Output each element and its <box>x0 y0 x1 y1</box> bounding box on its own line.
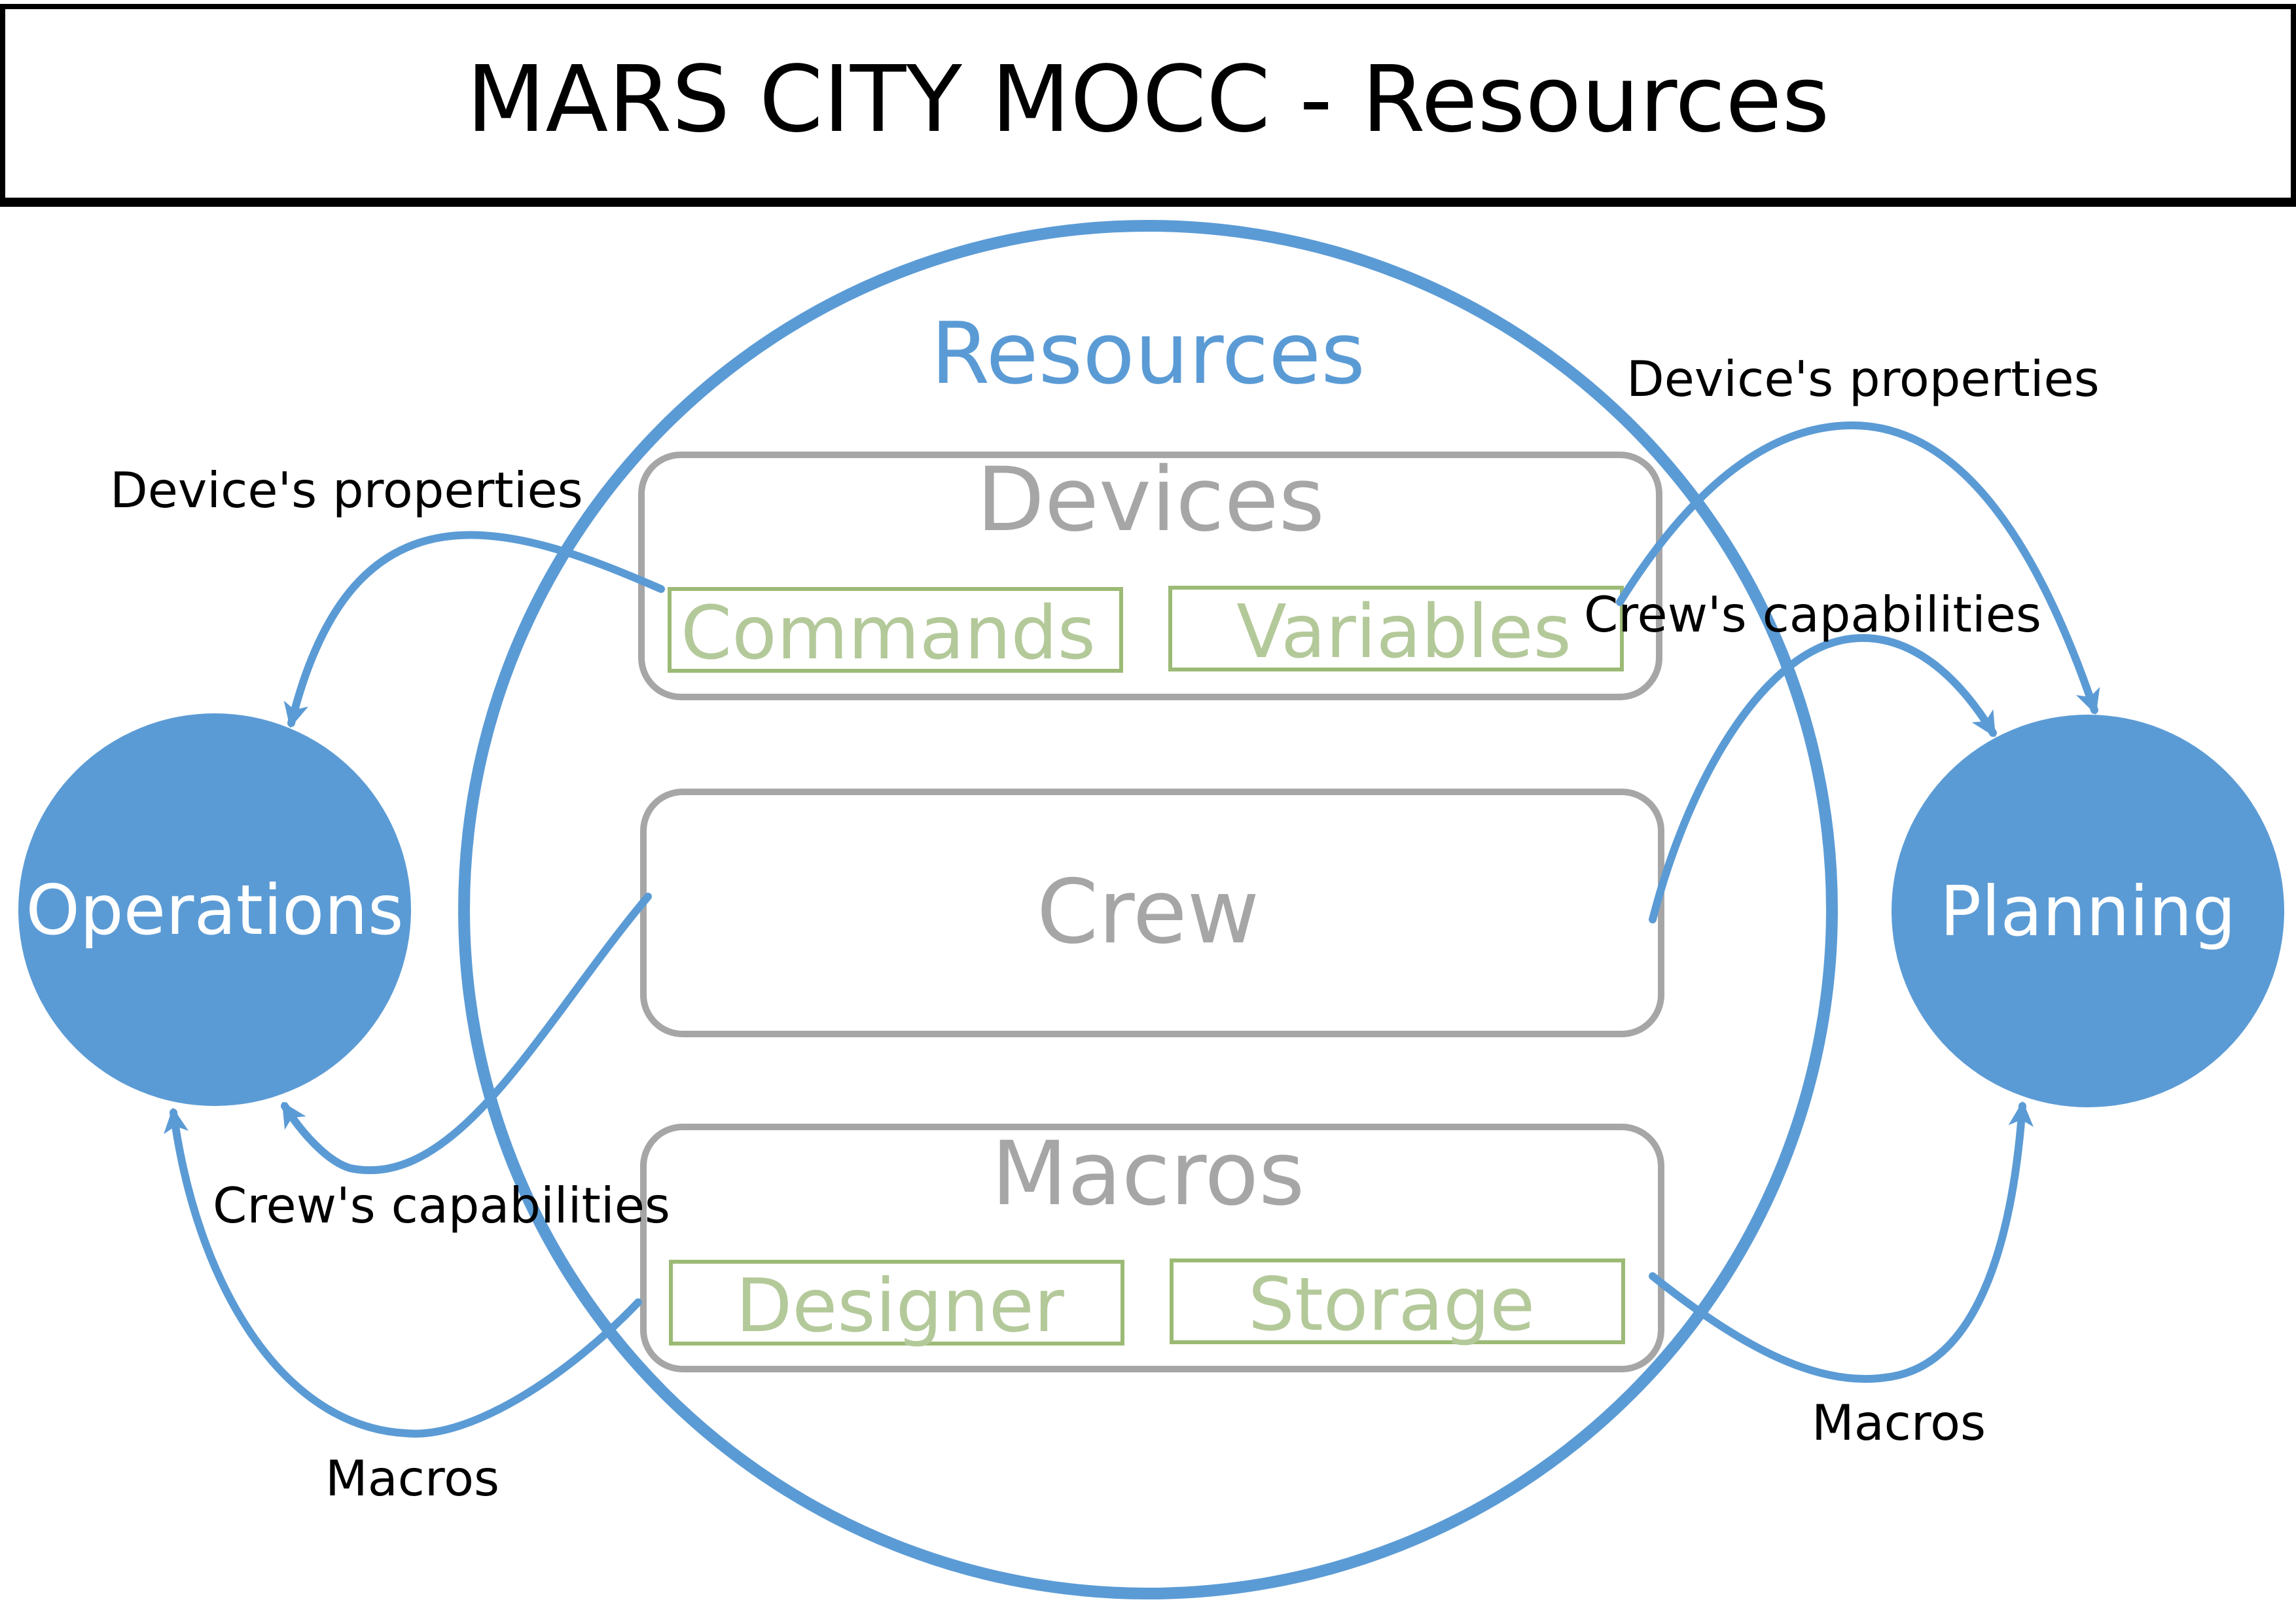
devices-panel: Devices Commands Variables <box>638 448 1662 700</box>
flow-left-macros-arrow <box>164 1107 642 1438</box>
operations-node: Operations <box>18 713 411 1106</box>
designer-box[interactable] <box>669 1260 1124 1346</box>
resources-label: Resources <box>931 304 1365 403</box>
macros-panel: Macros Designer Storage <box>640 1122 1664 1372</box>
page-title: MARS CITY MOCC - Resources <box>467 46 1830 153</box>
crew-panel: Crew <box>640 789 1664 1037</box>
flow-left-macros-label: Macros <box>325 1450 499 1507</box>
commands-box[interactable] <box>668 587 1123 673</box>
storage-label: Storage <box>1248 1262 1535 1347</box>
flow-right-crew-label: Crew's capabilities <box>1584 586 2041 643</box>
title-banner: MARS CITY MOCC - Resources <box>0 4 2296 207</box>
flow-left-devices-arrow <box>283 531 665 728</box>
designer-label: Designer <box>736 1264 1065 1349</box>
planning-circle[interactable] <box>1892 715 2284 1107</box>
flow-right-macros-label: Macros <box>1812 1394 1986 1452</box>
flow-left-devices-label: Device's properties <box>110 461 583 519</box>
title-box <box>0 4 2296 203</box>
operations-circle[interactable] <box>18 713 411 1106</box>
crew-panel-box[interactable] <box>640 789 1664 1037</box>
planning-label: Planning <box>1940 872 2236 952</box>
flow-right-macros-arrow <box>1649 1101 2034 1383</box>
crew-panel-title: Crew <box>1037 861 1259 963</box>
commands-label: Commands <box>681 591 1096 676</box>
macros-panel-title: Macros <box>992 1122 1305 1225</box>
devices-panel-title: Devices <box>977 448 1325 551</box>
variables-label: Variables <box>1236 590 1571 675</box>
flow-right-crew-arrow <box>1649 633 1997 923</box>
flow-right-devices-label: Device's properties <box>1626 350 2100 408</box>
flow-left-crew-label: Crew's capabilities <box>213 1177 670 1234</box>
storage-box[interactable] <box>1170 1258 1625 1344</box>
resources-ring <box>458 220 1838 1599</box>
flow-right-devices-arrow <box>1616 421 2100 715</box>
flow-left-crew-arrow <box>281 893 652 1175</box>
variables-box[interactable] <box>1168 586 1624 671</box>
planning-node: Planning <box>1892 715 2284 1107</box>
operations-label: Operations <box>26 870 403 950</box>
